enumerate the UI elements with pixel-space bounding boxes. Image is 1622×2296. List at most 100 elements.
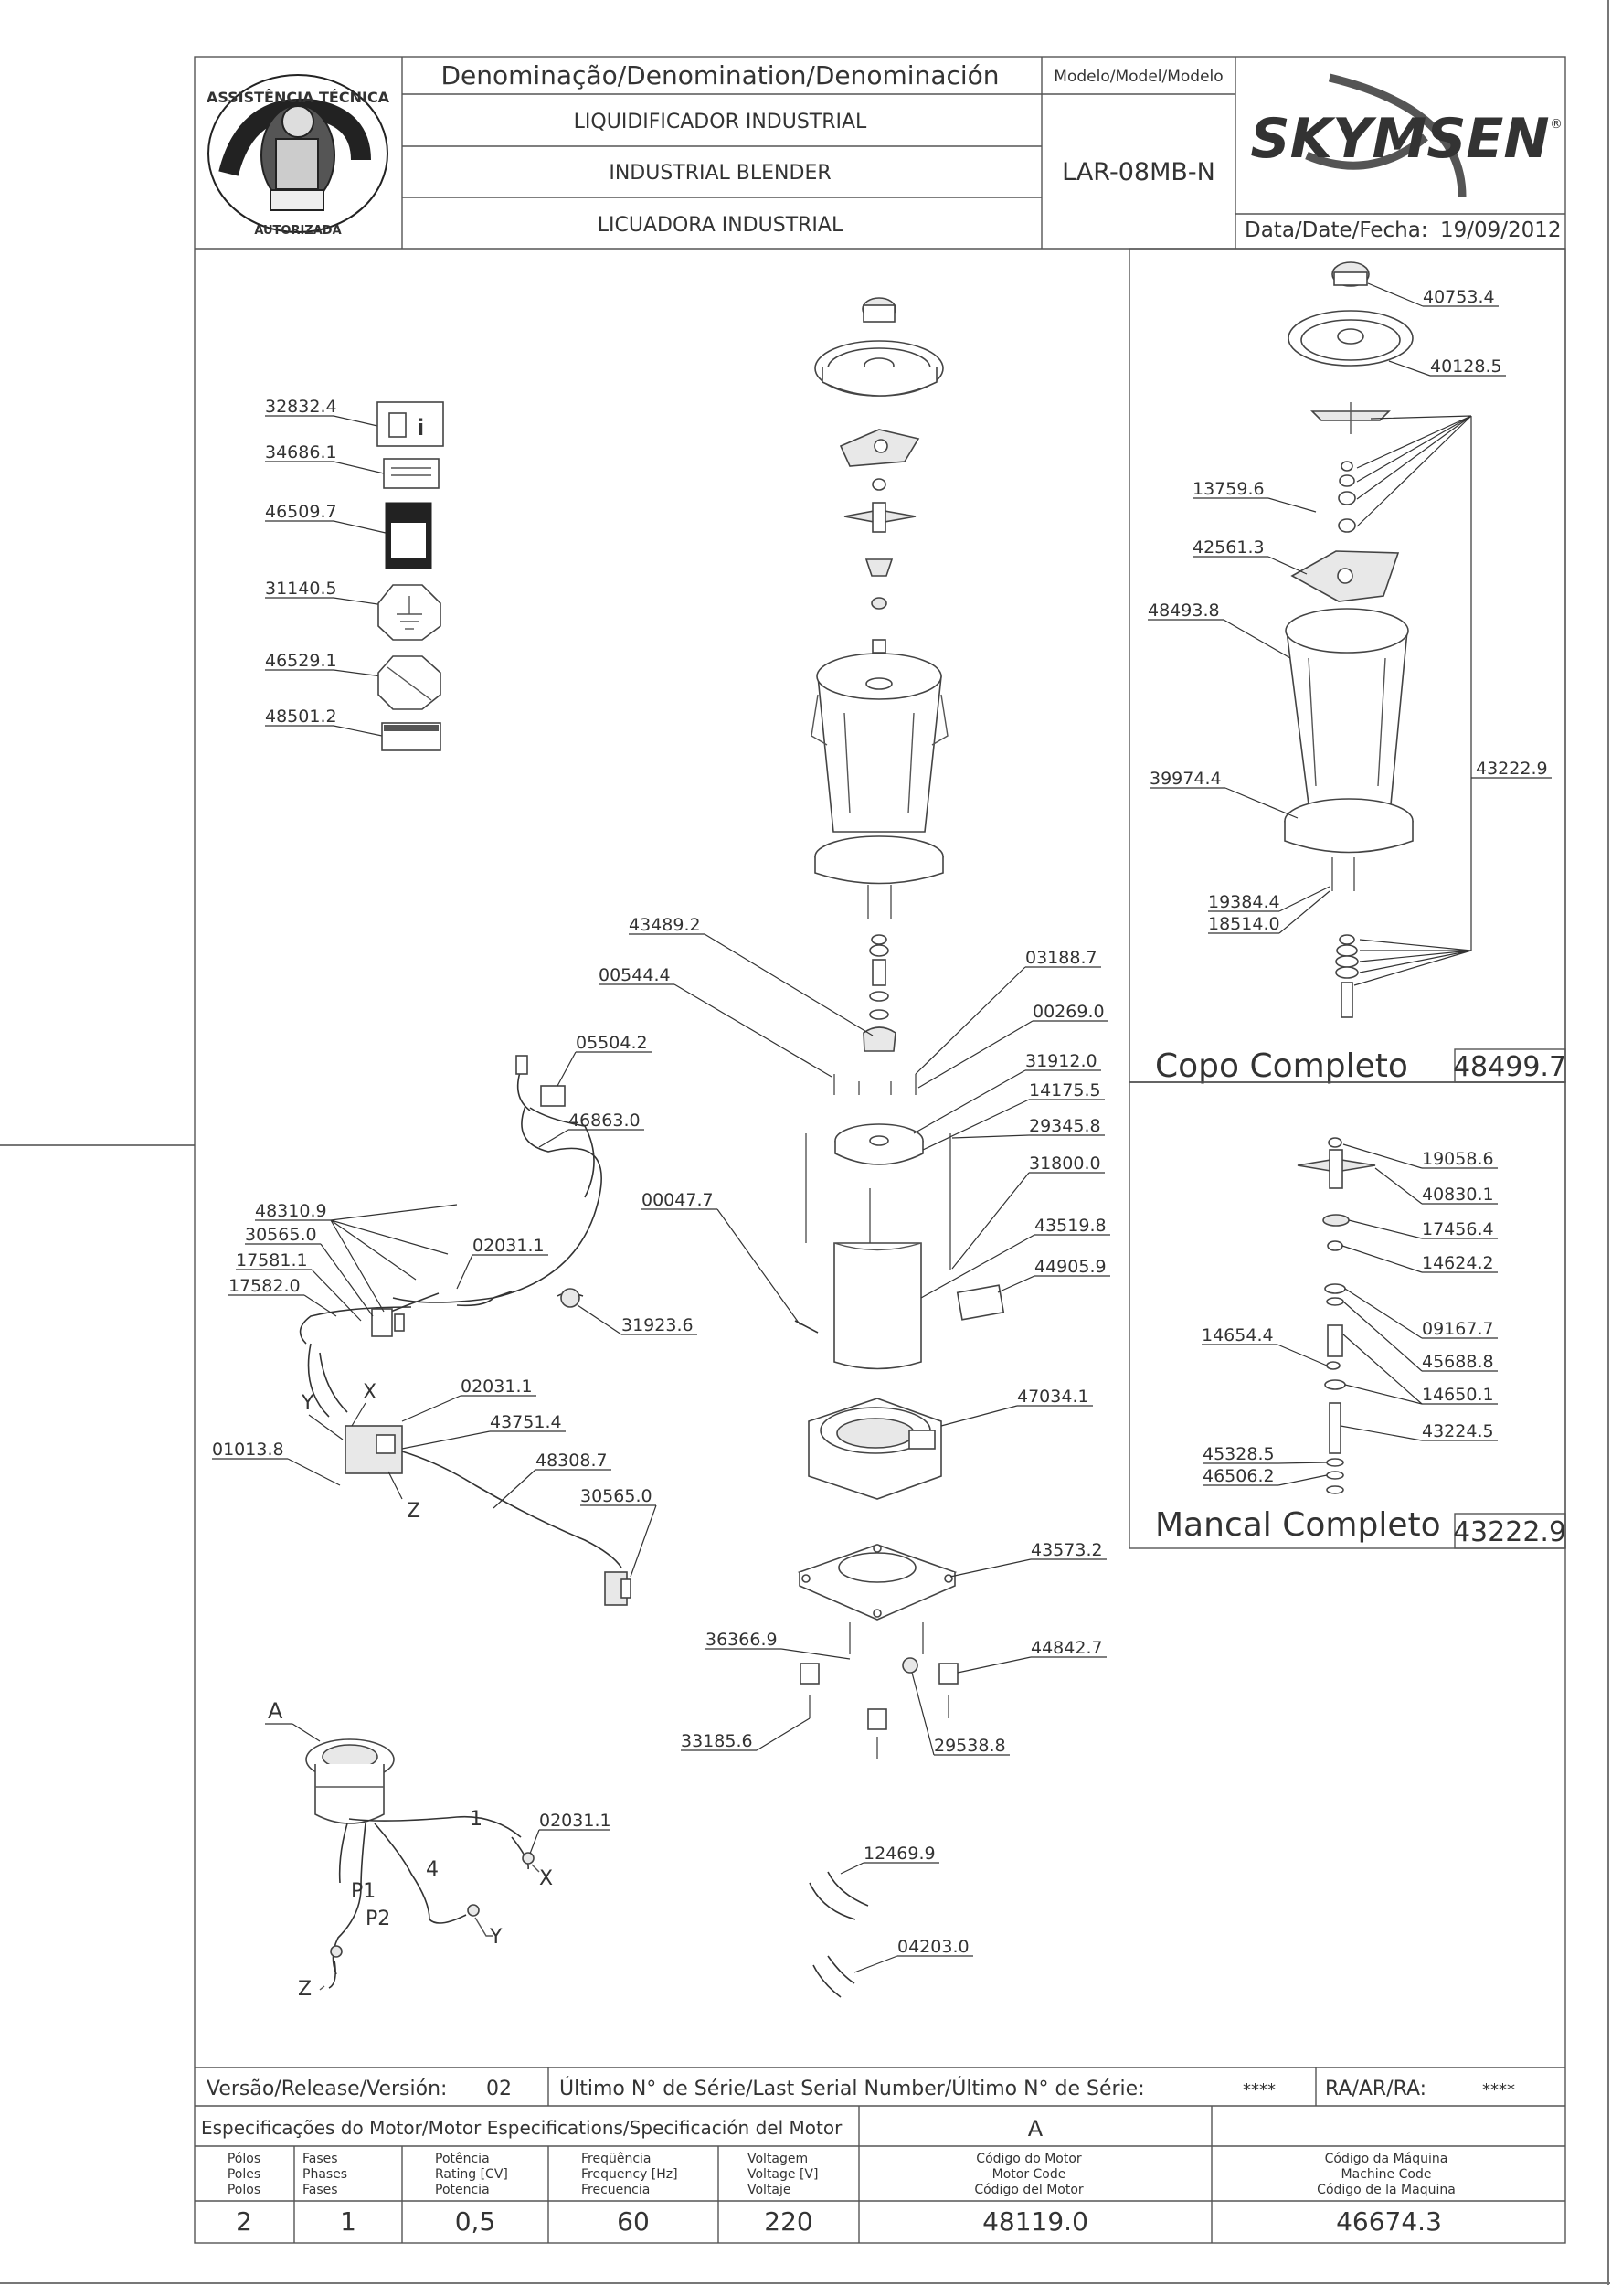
product-name-es: LICUADORA INDUSTRIAL xyxy=(598,214,843,237)
part-label-42561-3: 42561.3 xyxy=(1193,537,1265,558)
part-label-02031-1-a: 02031.1 xyxy=(472,1236,545,1256)
warning-decal-icon xyxy=(383,458,440,489)
mancal-labels: 19058.6 40830.1 17456.4 14624.2 09167.7 … xyxy=(1202,1143,1498,1486)
copo-labels: 40753.4 40128.5 13759.6 42561.3 48493.8 … xyxy=(1148,282,1552,986)
svg-text:Código da Máquina: Código da Máquina xyxy=(1325,2152,1448,2166)
part-label-46506-2: 46506.2 xyxy=(1203,1466,1275,1486)
part-label-19058-6: 19058.6 xyxy=(1422,1149,1494,1169)
part-label-13759-6: 13759.6 xyxy=(1193,479,1265,499)
part-label-32832-4: 32832.4 xyxy=(265,397,337,417)
part-label-29538-8: 29538.8 xyxy=(934,1736,1006,1756)
part-label-44905-9: 44905.9 xyxy=(1034,1257,1107,1277)
motor-spec-letter: A xyxy=(1028,2116,1044,2142)
copo-completo-code: 48499.7 xyxy=(1453,1051,1566,1083)
motor-wire-p2: P2 xyxy=(366,1908,390,1930)
part-label-17582-0: 17582.0 xyxy=(228,1276,301,1296)
version-value: 02 xyxy=(486,2078,512,2100)
mancal-completo-title: Mancal Completo xyxy=(1155,1506,1441,1544)
skymsen-logo: SKYMSEN ® xyxy=(1250,73,1563,197)
version-label: Versão/Release/Versión: xyxy=(207,2078,447,2100)
part-label-29345-8: 29345.8 xyxy=(1029,1116,1101,1136)
central-labels: 43489.2 00544.4 03188.7 00269.0 31912.0 … xyxy=(599,915,1110,1973)
model-code: LAR-08MB-N xyxy=(1062,158,1215,186)
svg-text:Machine Code: Machine Code xyxy=(1341,2167,1432,2182)
part-label-31923-6: 31923.6 xyxy=(621,1315,694,1335)
part-label-19384-4: 19384.4 xyxy=(1208,892,1280,912)
wire-letter-x: X xyxy=(363,1381,376,1404)
motor-wire-4: 4 xyxy=(426,1858,439,1881)
model-header: Modelo/Model/Modelo xyxy=(1054,68,1223,86)
mancal-drawing xyxy=(1297,1137,1376,1494)
col-frequency-header: Freqüência Frequency [Hz] Frecuencia xyxy=(581,2152,678,2197)
machine-code-value: 46674.3 xyxy=(1336,2206,1442,2237)
date-value: 19/09/2012 xyxy=(1440,218,1562,242)
poles-value: 2 xyxy=(236,2206,252,2237)
part-label-45688-8: 45688.8 xyxy=(1422,1352,1494,1372)
motor-wire-1: 1 xyxy=(470,1808,482,1831)
part-label-33185-6: 33185.6 xyxy=(681,1731,753,1751)
part-label-46509-7: 46509.7 xyxy=(265,502,337,522)
part-label-44842-7: 44842.7 xyxy=(1031,1638,1103,1658)
power-value: 0,5 xyxy=(455,2206,496,2237)
part-label-00544-4: 00544.4 xyxy=(599,965,671,985)
motor-letter-a: A xyxy=(268,1698,283,1724)
svg-text:Freqüência: Freqüência xyxy=(581,2152,652,2166)
part-label-40753-4: 40753.4 xyxy=(1423,287,1495,307)
serial-value: **** xyxy=(1243,2080,1276,2099)
svg-text:Voltaje: Voltaje xyxy=(747,2183,791,2197)
motor-code-value: 48119.0 xyxy=(982,2206,1088,2237)
part-label-40830-1: 40830.1 xyxy=(1422,1185,1494,1205)
part-label-17456-4: 17456.4 xyxy=(1422,1219,1494,1239)
part-label-14175-5: 14175.5 xyxy=(1029,1080,1101,1100)
copo-completo-panel: Copo Completo 48499.7 xyxy=(1129,248,1566,1085)
svg-text:Pólos: Pólos xyxy=(228,2152,260,2166)
no-water-symbol-icon xyxy=(377,655,441,710)
svg-text:Voltage [V]: Voltage [V] xyxy=(747,2167,818,2182)
motor-terminal-x: X xyxy=(539,1867,553,1890)
part-label-05504-2: 05504.2 xyxy=(576,1033,648,1053)
part-label-03188-7: 03188.7 xyxy=(1025,948,1097,968)
copo-drawing xyxy=(1284,261,1414,1018)
part-label-14654-4: 14654.4 xyxy=(1202,1325,1274,1345)
title-block: Denominação/Denomination/Denominación LI… xyxy=(195,57,1565,250)
part-label-43224-5: 43224.5 xyxy=(1422,1421,1494,1441)
part-label-31800-0: 31800.0 xyxy=(1029,1153,1101,1174)
col-voltage-header: Voltagem Voltage [V] Voltaje xyxy=(747,2152,818,2197)
ra-label: RA/AR/RA: xyxy=(1325,2078,1426,2100)
part-label-48493-8: 48493.8 xyxy=(1148,601,1220,621)
part-label-43222-9-copo: 43222.9 xyxy=(1476,759,1548,779)
motor-terminal-y: Y xyxy=(489,1926,503,1949)
part-label-40128-5: 40128.5 xyxy=(1430,356,1502,377)
part-label-45328-5: 45328.5 xyxy=(1203,1444,1275,1464)
cable-strain-relief-icon xyxy=(560,1288,580,1308)
part-label-17581-1: 17581.1 xyxy=(236,1250,308,1270)
mancal-completo-code: 43222.9 xyxy=(1453,1516,1566,1548)
footer-table: Versão/Release/Versión: 02 Último N° de … xyxy=(195,2067,1565,2243)
motor-spec-label: Especificações do Motor/Motor Especifica… xyxy=(201,2117,843,2139)
part-label-43751-4: 43751.4 xyxy=(490,1412,562,1432)
col-motor-code-header: Código do Motor Motor Code Código del Mo… xyxy=(974,2152,1084,2197)
svg-text:Código do Motor: Código do Motor xyxy=(976,2152,1082,2166)
wire-letter-y: Y xyxy=(301,1392,314,1415)
phases-value: 1 xyxy=(340,2206,356,2237)
motor-wire-p1: P1 xyxy=(351,1880,376,1903)
svg-text:Rating [CV]: Rating [CV] xyxy=(435,2167,508,2182)
motor-terminal-z: Z xyxy=(298,1978,312,2001)
svg-text:Frecuencia: Frecuencia xyxy=(581,2183,650,2197)
col-power-header: Potência Rating [CV] Potencia xyxy=(435,2152,508,2197)
date-label: Data/Date/Fecha: xyxy=(1245,218,1428,242)
svg-text:AUTORIZADA: AUTORIZADA xyxy=(254,224,341,238)
part-label-46529-1: 46529.1 xyxy=(265,651,337,671)
central-assembly xyxy=(794,297,1005,1998)
part-label-43489-2: 43489.2 xyxy=(629,915,701,935)
svg-text:Motor Code: Motor Code xyxy=(992,2167,1066,2182)
terminal-z-icon xyxy=(330,1945,343,1958)
part-label-46863-0: 46863.0 xyxy=(568,1111,641,1131)
svg-text:Phases: Phases xyxy=(302,2167,347,2182)
ra-value: **** xyxy=(1482,2080,1515,2099)
part-label-30565-0-b: 30565.0 xyxy=(580,1486,652,1506)
part-label-30565-0-a: 30565.0 xyxy=(245,1225,317,1245)
svg-text:i: i xyxy=(417,415,424,441)
svg-text:Voltagem: Voltagem xyxy=(747,2152,808,2166)
svg-text:Código de la Maquina: Código de la Maquina xyxy=(1317,2183,1456,2197)
